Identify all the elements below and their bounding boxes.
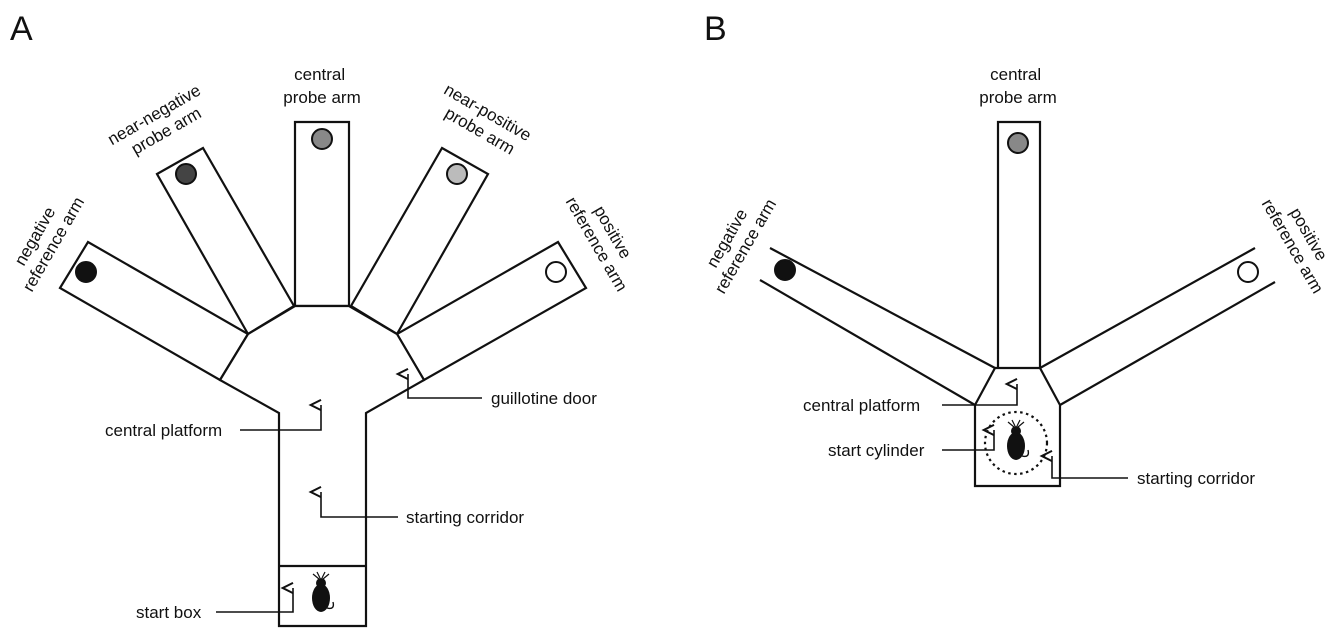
panel-b-start-cylinder [983,410,1049,476]
panel-a-central-platform [218,304,426,628]
panel-b-starting-corridor-leader [1039,449,1128,479]
panel-b-start-cylinder-leader [942,423,995,451]
panel-a-starting-corridor-leader [308,485,398,518]
panel-b-rat-icon [1007,419,1030,460]
panel-b-negative-arm-lower-wall [759,279,976,406]
panel-b-positive-arm-lower-wall [1059,281,1276,406]
panel-b-central-label: central probe arm [979,65,1056,107]
panel-b-positive-bait [1237,261,1259,283]
panel-a-start-box-leader [216,581,294,613]
panel-b-central-platform-leader [942,377,1018,406]
panel-a-guillotine-door-label: guillotine door [491,389,597,408]
panel-a-start-box-label: start box [136,603,202,622]
panel-a-maze [58,120,588,628]
panel-b-central-bait [1007,132,1029,154]
panel-a-near-negative-bait [175,163,197,185]
panel-a-central-bait [311,128,333,150]
panel-a-negative-bait [75,261,97,283]
panel-a-central-platform-leader [240,398,322,431]
panel-b-start-cylinder-label: start cylinder [828,441,925,460]
panel-b-negative-arm-upper-wall [769,247,996,369]
panel-a-guillotine-door-leader [395,367,482,399]
panel-b-starting-corridor-label: starting corridor [1137,469,1255,488]
panel-a-central-platform-label: central platform [105,421,222,440]
panel-a-central-label: central probe arm [283,65,360,107]
panel-b-negative-label: negative reference arm [694,186,781,297]
panel-a-positive-bait [545,261,567,283]
panel-a-letter: A [10,10,33,48]
panel-a-starting-corridor-label: starting corridor [406,508,524,527]
panel-b-positive-label: positive reference arm [1258,186,1336,297]
panel-b-letter: B [704,10,727,48]
panel-b-negative-bait [774,259,796,281]
panel-b-central-arm [996,120,1042,368]
panel-a-near-positive-bait [446,163,468,185]
panel-b-central-platform-label: central platform [803,396,920,415]
panel-b-positive-arm-upper-wall [1039,247,1256,369]
panel-a-rat-icon [312,571,335,612]
